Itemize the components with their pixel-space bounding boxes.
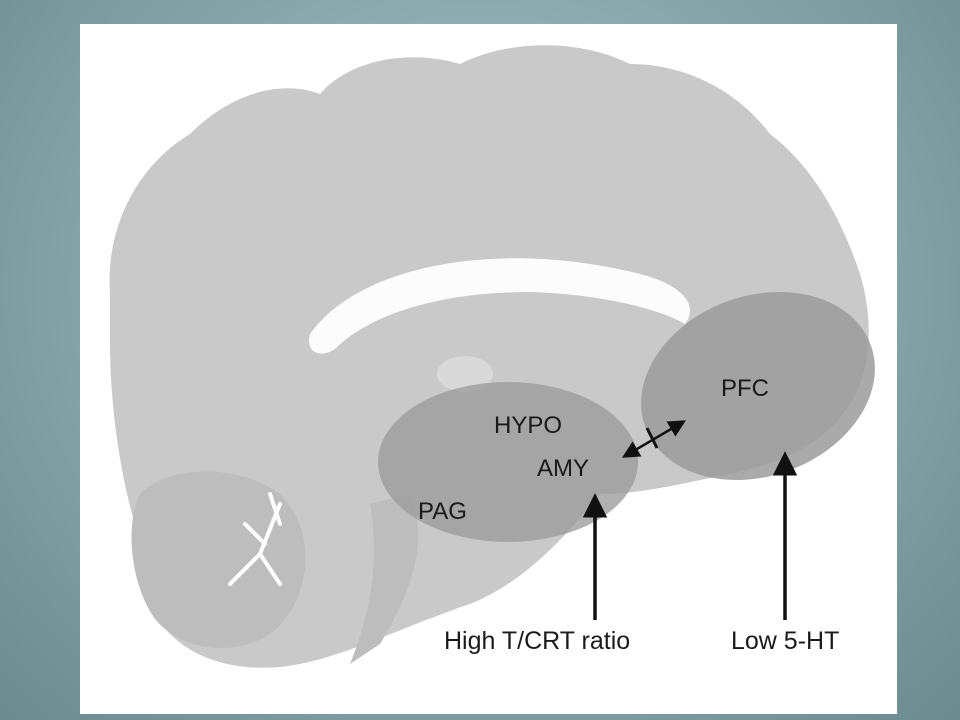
label-amy: AMY bbox=[537, 455, 589, 482]
label-pag: PAG bbox=[418, 498, 467, 525]
brain-diagram: HYPO AMY PAG PFC High T/CRT ratio Low 5-… bbox=[109, 45, 875, 668]
figure-panel: HYPO AMY PAG PFC High T/CRT ratio Low 5-… bbox=[80, 24, 897, 714]
limbic-region-ellipse bbox=[378, 382, 638, 542]
label-high-t-crt-ratio: High T/CRT ratio bbox=[444, 627, 630, 655]
label-pfc: PFC bbox=[721, 375, 769, 402]
label-hypo: HYPO bbox=[494, 412, 562, 439]
brain-silhouette bbox=[109, 45, 869, 668]
blocked-connection-arrow bbox=[621, 420, 687, 458]
label-low-5ht: Low 5-HT bbox=[731, 627, 839, 655]
pfc-region-ellipse bbox=[641, 291, 875, 481]
